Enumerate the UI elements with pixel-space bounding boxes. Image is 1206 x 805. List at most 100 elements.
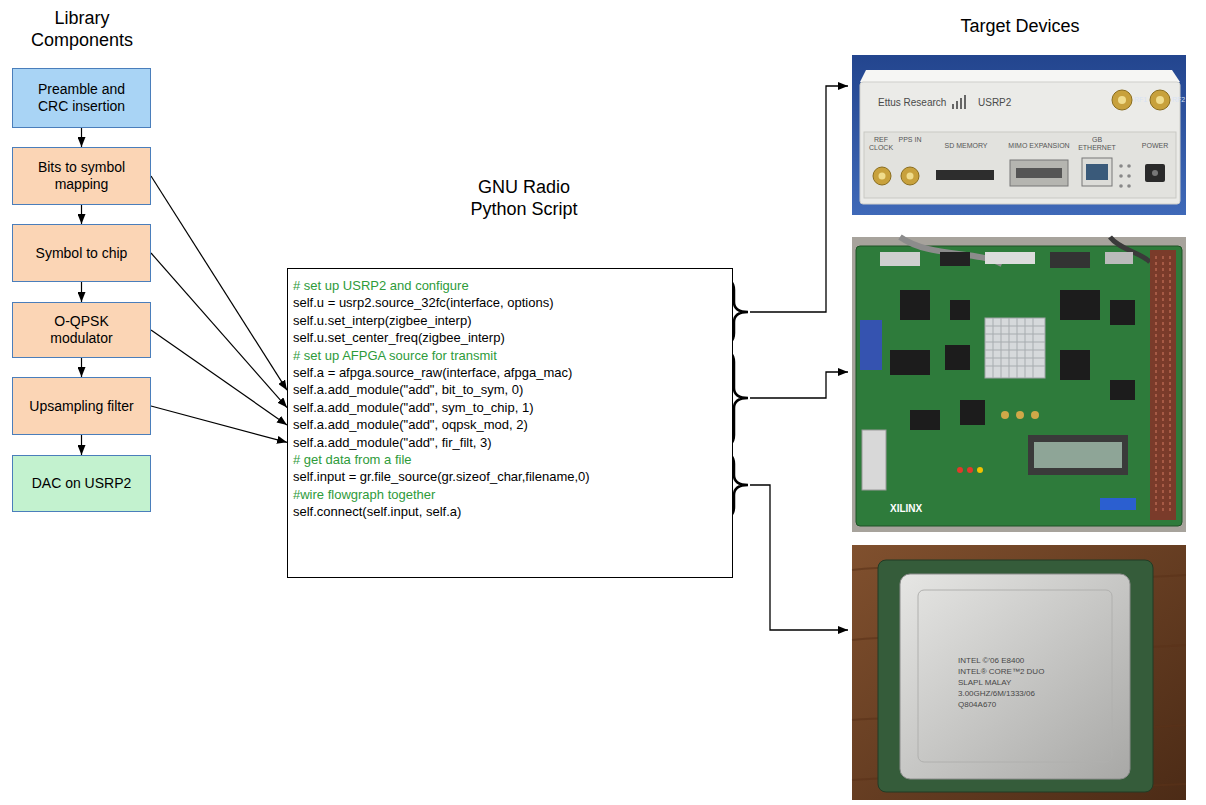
usrp2-photo — [852, 55, 1186, 215]
component-label: O-QPSK modulator — [27, 313, 136, 347]
usrp2-photo-part — [1127, 174, 1131, 178]
text-row: # get data from a file — [293, 451, 732, 468]
usrp2-photo-part — [964, 95, 966, 109]
usrp2-photo-part — [1127, 184, 1131, 188]
fpga-board-photo-part — [1016, 411, 1024, 419]
usrp2-photo-part — [1156, 96, 1164, 104]
fpga-board-photo-part — [1034, 442, 1122, 468]
code-line: self.u.set_interp(zigbee_interp) — [293, 312, 732, 329]
port-label: GB ETHERNET — [1076, 136, 1118, 153]
chip-marking: 3.00GHZ/6M/1333/06 — [958, 689, 1035, 699]
text-row: self.connect(self.input, self.a) — [293, 503, 732, 520]
fpga-board-photo-part — [852, 237, 1186, 532]
library-component-box: Bits to symbol mapping — [12, 147, 151, 205]
device-leader-arrow-part — [750, 86, 848, 312]
fpga-board-photo-part — [957, 467, 963, 473]
code-line: self.a.add_module("add", oqpsk_mod, 2) — [293, 416, 732, 433]
cpu-photo-part — [878, 560, 1153, 792]
device-leader-arrow — [750, 86, 848, 630]
library-component-box: Preamble and CRC insertion — [12, 68, 151, 128]
fpga-board-photo-part — [890, 350, 930, 375]
usrp2-photo-part — [907, 173, 914, 180]
text-row: self.a.add_module("add", fir_filt, 3) — [293, 434, 732, 451]
text-row: O-QPSK modulator — [27, 313, 136, 347]
fpga-board-photo-part — [950, 300, 970, 320]
fpga-board-photo-part — [1031, 411, 1039, 419]
usrp2-photo-part — [1152, 170, 1158, 176]
usrp2-photo-part — [860, 82, 1180, 204]
chip-marking: INTEL® CORE™2 DUO — [958, 667, 1044, 677]
fpga-board-photo-part — [1150, 250, 1176, 520]
library-component-box: Symbol to chip — [12, 224, 151, 282]
fpga-board-photo-part — [1060, 350, 1090, 380]
code-line: self.u = usrp2.source_32fc(interface, op… — [293, 294, 732, 311]
text-row: self.u.set_center_freq(zigbee_interp) — [293, 329, 732, 346]
flow-arrow — [81, 358, 82, 377]
text-row: #wire flowgraph together — [293, 486, 732, 503]
fpga-board-photo-part — [960, 400, 985, 425]
label-anchor: Q804A670 — [958, 700, 996, 710]
text-row: self.a = afpga.source_raw(interface, afp… — [293, 364, 732, 381]
cpu-photo-part — [852, 545, 1186, 800]
flow-arrow — [151, 330, 287, 425]
text-row: self.a.add_module("add", bit_to_sym, 0) — [293, 381, 732, 398]
usrp2-photo-part — [1127, 164, 1131, 168]
text-row: Preamble and CRC insertion — [27, 81, 136, 115]
text-row: # set up AFPGA source for transmit — [293, 347, 732, 364]
device-model-text: USRP2 — [978, 97, 1011, 109]
text-row: self.u.set_interp(zigbee_interp) — [293, 312, 732, 329]
label-anchor: RF1 — [1134, 96, 1147, 104]
text-row: self.input = gr.file_source(gr.sizeof_ch… — [293, 468, 732, 485]
fpga-board-photo-part — [1156, 256, 1170, 514]
text-row: # set up USRP2 and configure — [293, 277, 732, 294]
label-anchor: USRP2 — [978, 97, 1011, 109]
usrp2-photo-part — [1082, 158, 1112, 186]
label-anchor: Target Devices — [870, 16, 1170, 38]
usrp2-photo-part — [873, 167, 891, 185]
fpga-board-photo-part — [1110, 380, 1135, 400]
fpga-board-photo-part — [900, 290, 930, 320]
label-anchor: GB ETHERNET — [1076, 136, 1118, 153]
label-anchor: INTEL ©'06 E8400 — [958, 656, 1024, 666]
text-row: self.a.add_module("add", oqpsk_mod, 2) — [293, 416, 732, 433]
component-label: Symbol to chip — [36, 245, 128, 262]
label-anchor: SD MEMORY — [936, 142, 996, 150]
code-line: #wire flowgraph together — [293, 486, 732, 503]
code-line: # set up AFPGA source for transmit — [293, 347, 732, 364]
usrp2-photo-part — [1119, 174, 1123, 178]
flow-arrow — [81, 205, 82, 224]
component-label: Upsampling filter — [29, 398, 133, 415]
text-row: DAC on USRP2 — [32, 475, 132, 492]
label-anchor: Library Components — [12, 8, 152, 51]
component-label: Preamble and CRC insertion — [27, 81, 136, 115]
usrp2-photo-part — [1119, 184, 1123, 188]
usrp2-photo-part — [1086, 164, 1108, 180]
code-line: self.a.add_module("add", bit_to_sym, 0) — [293, 381, 732, 398]
column-heading: Target Devices — [870, 16, 1170, 38]
port-label: REF CLOCK — [866, 136, 896, 153]
port-label: RF2 — [1172, 96, 1185, 104]
code-line: self.connect(self.input, self.a) — [293, 503, 732, 520]
usrp2-photo-part — [860, 70, 1180, 82]
port-label: SD MEMORY — [936, 142, 996, 150]
fpga-board-photo-part — [985, 318, 1045, 378]
code-line: self.a = afpga.source_raw(interface, afp… — [293, 364, 732, 381]
text-row: self.a.add_module("add", sym_to_chip, 1) — [293, 399, 732, 416]
port-label: POWER — [1138, 142, 1172, 150]
library-component-box: Upsampling filter — [12, 377, 151, 435]
usrp2-photo-part — [879, 173, 886, 180]
fpga-board-photo-part — [985, 252, 1035, 264]
code-line: # set up USRP2 and configure — [293, 277, 732, 294]
cpu-photo-part — [918, 590, 1112, 762]
section-heading: GNU Radio Python Script — [464, 177, 584, 221]
fpga-board-photo-part — [856, 246, 1182, 526]
fpga-board-photo-part — [1001, 411, 1009, 419]
usrp2-photo-part — [864, 132, 1176, 198]
fpga-board-photo-part — [1028, 435, 1128, 475]
label-anchor: Ettus Research — [878, 97, 946, 109]
device-leader-arrow-part — [750, 485, 848, 630]
usrp2-photo-part — [960, 98, 962, 109]
flow-arrow — [151, 406, 287, 442]
